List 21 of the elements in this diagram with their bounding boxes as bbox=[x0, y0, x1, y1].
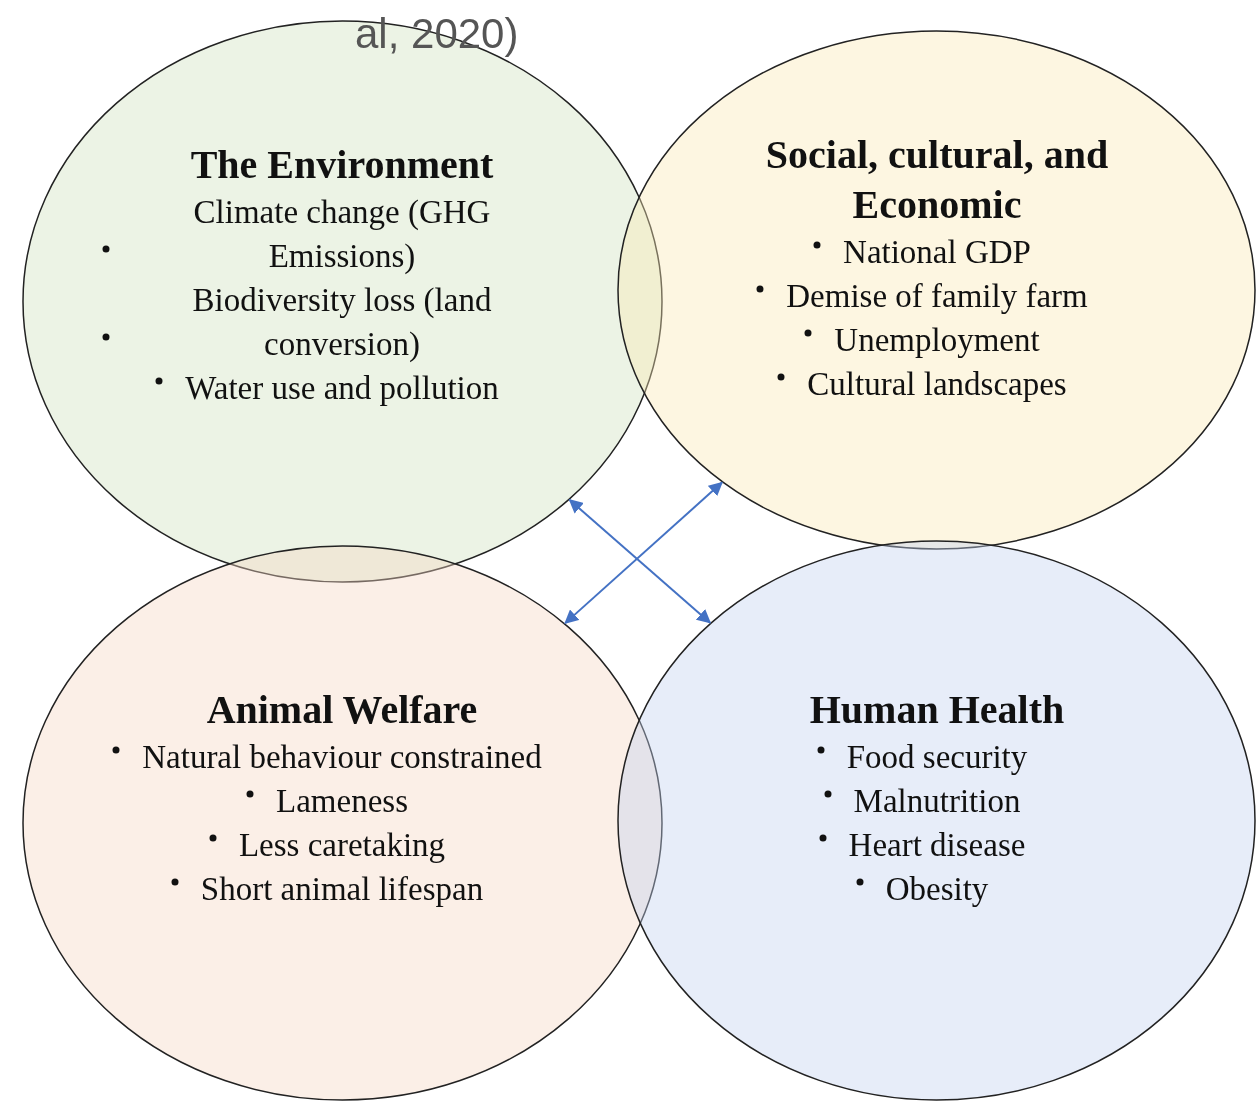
list-item: Heart disease bbox=[848, 826, 1026, 865]
heading: Social, cultural, and Economic bbox=[764, 131, 1110, 229]
list-item: Cultural landscapes bbox=[807, 365, 1067, 404]
list-item: Obesity bbox=[885, 870, 989, 909]
heading: The Environment bbox=[190, 141, 494, 189]
list-item: Natural behaviour constrained bbox=[142, 738, 542, 777]
list-item: Less caretaking bbox=[238, 826, 446, 865]
double-headed-arrow bbox=[564, 481, 723, 625]
list-item: Lameness bbox=[276, 782, 408, 821]
list-item: Demise of family farm bbox=[786, 277, 1088, 316]
list-item: Malnutrition bbox=[853, 782, 1021, 821]
list-item: Climate change (GHG Emissions) bbox=[192, 193, 492, 276]
list-item: Water use and pollution bbox=[185, 369, 499, 408]
list-item: Food security bbox=[846, 738, 1028, 777]
heading: Human Health bbox=[809, 686, 1065, 734]
list-item: Unemployment bbox=[834, 321, 1040, 360]
list-item: National GDP bbox=[843, 233, 1031, 272]
heading: Animal Welfare bbox=[206, 686, 478, 734]
list-item: Short animal lifespan bbox=[200, 870, 484, 909]
double-headed-arrow bbox=[568, 499, 712, 624]
list-item: Biodiversity loss (land conversion) bbox=[191, 281, 493, 364]
